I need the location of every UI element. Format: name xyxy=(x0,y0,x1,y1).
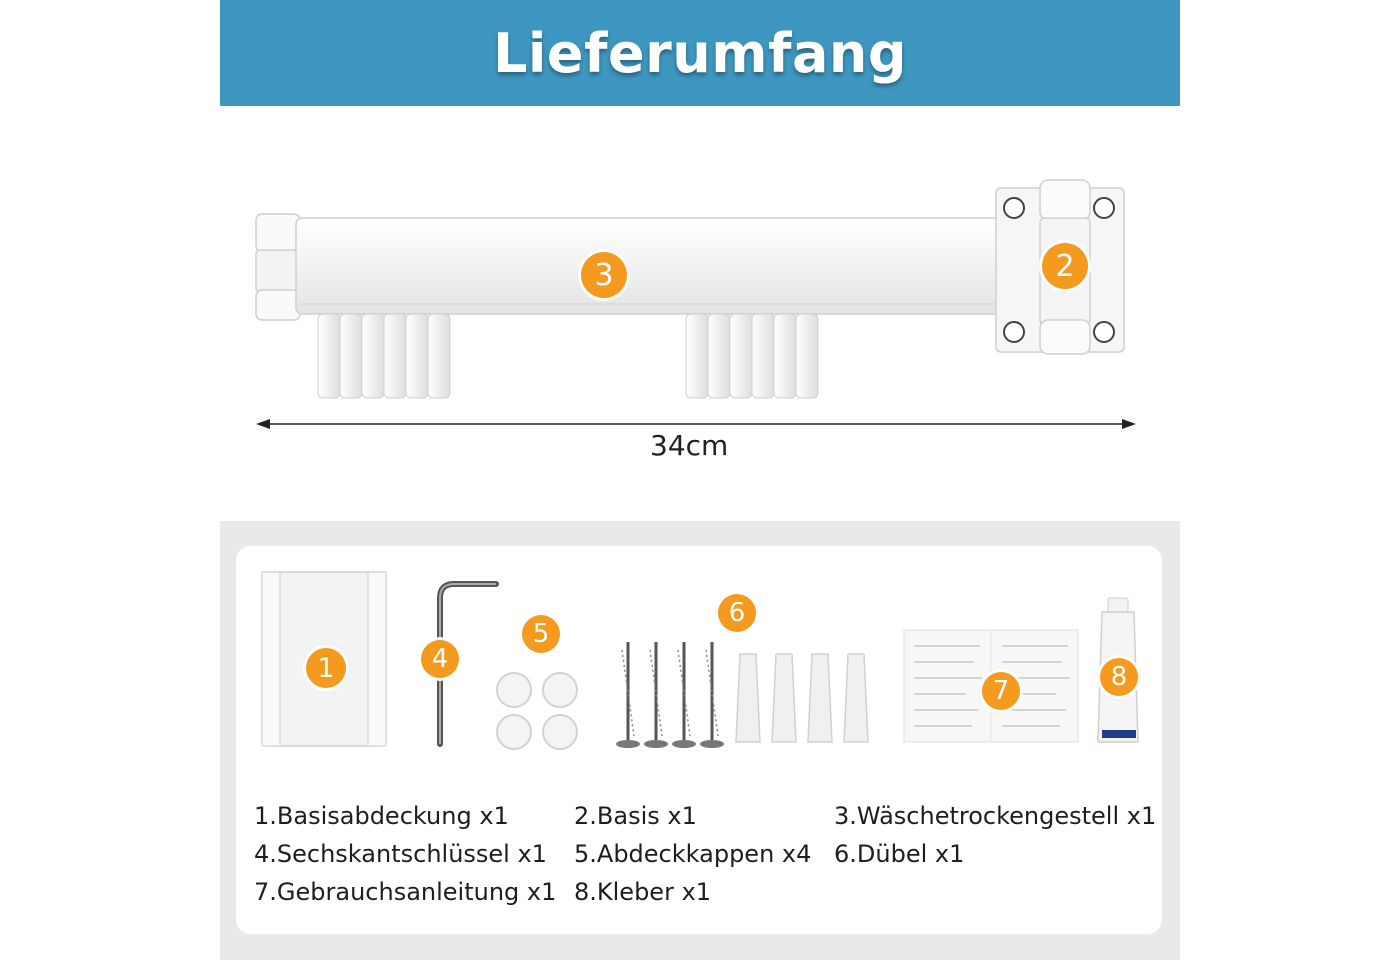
screws-image xyxy=(616,642,724,748)
legend-item-1: 1.Basisabdeckung x1 xyxy=(254,802,509,830)
dowels-image xyxy=(735,653,869,743)
legend-item-8: 8.Kleber x1 xyxy=(574,878,712,906)
legend-item-6: 6.Dübel x1 xyxy=(834,840,965,868)
product-illustration-area: 3 2 34cm xyxy=(220,106,1180,521)
header-banner: Lieferumfang xyxy=(220,0,1180,106)
cover-caps-image xyxy=(496,672,578,750)
hooks-left xyxy=(317,313,451,399)
legend-item-7: 7.Gebrauchsanleitung x1 xyxy=(254,878,557,906)
left-hinge xyxy=(255,213,301,321)
dimension-line xyxy=(256,419,1136,429)
parts-panel: 1 4 5 6 7 8 1.Basisabdeckung x1 2.Basis … xyxy=(220,521,1180,960)
hex-key-image xyxy=(437,581,499,747)
parts-illustration xyxy=(261,571,1139,750)
parts-card: 1 4 5 6 7 8 1.Basisabdeckung x1 2.Basis … xyxy=(236,546,1162,934)
callout-6: 6 xyxy=(718,594,756,632)
manual-image xyxy=(903,629,1079,743)
legend-item-4: 4.Sechskantschlüssel x1 xyxy=(254,840,547,868)
callout-1: 1 xyxy=(306,648,346,688)
callout-7: 7 xyxy=(982,672,1020,710)
legend-item-2: 2.Basis x1 xyxy=(574,802,697,830)
main-bar xyxy=(295,217,1057,315)
page-title: Lieferumfang xyxy=(492,21,908,85)
callout-5: 5 xyxy=(522,615,560,653)
callout-2: 2 xyxy=(1042,243,1088,289)
legend-item-5: 5.Abdeckkappen x4 xyxy=(574,840,812,868)
callout-4: 4 xyxy=(421,640,459,678)
hooks-middle xyxy=(685,313,819,399)
callout-8: 8 xyxy=(1100,658,1138,696)
product-infographic: Lieferumfang xyxy=(220,0,1180,960)
legend-item-3: 3.Wäschetrockengestell x1 xyxy=(834,802,1157,830)
dimension-label: 34cm xyxy=(650,429,729,462)
callout-3: 3 xyxy=(581,252,627,298)
